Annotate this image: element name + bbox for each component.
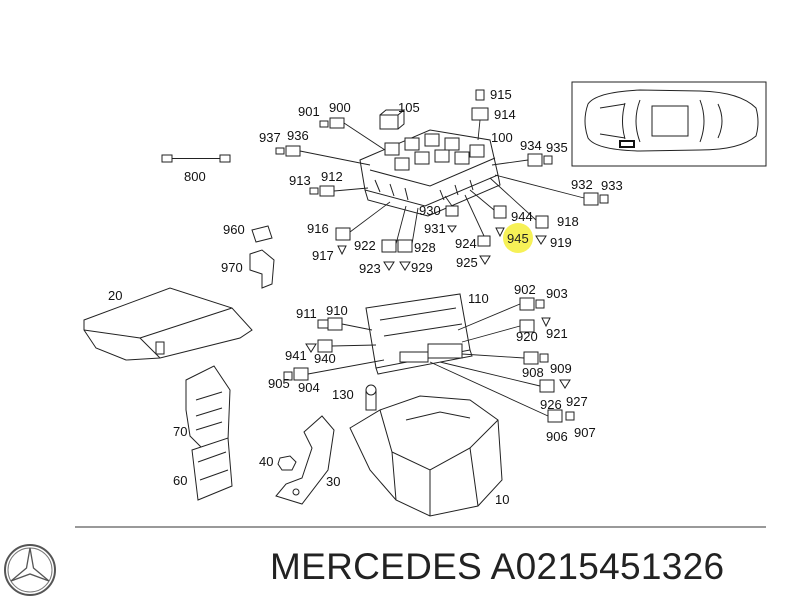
label-919: 919 <box>550 235 572 250</box>
label-920: 920 <box>516 329 538 344</box>
highlight-marker <box>503 223 533 253</box>
part-60 <box>191 437 233 501</box>
label-901: 901 <box>298 104 320 119</box>
connectors-lower <box>283 297 575 423</box>
leader-lines-lower <box>307 303 549 417</box>
part-800 <box>161 154 231 163</box>
label-907: 907 <box>574 425 596 440</box>
label-60: 60 <box>173 473 187 488</box>
brand-name: MERCEDES <box>270 546 483 587</box>
label-100: 100 <box>491 130 513 145</box>
label-934: 934 <box>520 138 542 153</box>
label-944: 944 <box>511 209 533 224</box>
label-945: 945 <box>507 231 529 246</box>
part-20 <box>83 287 253 361</box>
callout-labels: 800 901 900 105 915 914 937 936 100 934 … <box>108 87 623 507</box>
label-930: 930 <box>419 203 441 218</box>
label-30: 30 <box>326 474 340 489</box>
label-900: 900 <box>329 100 351 115</box>
part-960 <box>251 225 273 243</box>
label-927: 927 <box>566 394 588 409</box>
label-923: 923 <box>359 261 381 276</box>
label-929: 929 <box>411 260 433 275</box>
label-940: 940 <box>314 351 336 366</box>
label-922: 922 <box>354 238 376 253</box>
label-960: 960 <box>223 222 245 237</box>
label-937: 937 <box>259 130 281 145</box>
label-916: 916 <box>307 221 329 236</box>
label-905: 905 <box>268 376 290 391</box>
label-915: 915 <box>490 87 512 102</box>
label-70: 70 <box>173 424 187 439</box>
leader-lines-top <box>299 119 585 245</box>
label-913: 913 <box>289 173 311 188</box>
part-40 <box>277 455 297 471</box>
connectors-top <box>275 117 609 271</box>
label-926: 926 <box>540 397 562 412</box>
label-110: 110 <box>468 291 489 306</box>
label-935: 935 <box>546 140 568 155</box>
label-925: 925 <box>456 255 478 270</box>
label-917: 917 <box>312 248 334 263</box>
label-924: 924 <box>455 236 477 251</box>
label-105: 105 <box>398 100 420 115</box>
label-941: 941 <box>285 348 307 363</box>
label-970: 970 <box>221 260 243 275</box>
label-933: 933 <box>601 178 623 193</box>
label-908: 908 <box>522 365 544 380</box>
label-931: 931 <box>424 221 446 236</box>
label-912: 912 <box>321 169 343 184</box>
label-10: 10 <box>495 492 509 507</box>
label-40: 40 <box>259 454 273 469</box>
label-928: 928 <box>414 240 436 255</box>
part-110 <box>365 293 473 375</box>
label-914: 914 <box>494 107 516 122</box>
part-105 <box>379 109 406 130</box>
label-910: 910 <box>326 303 348 318</box>
label-902: 902 <box>514 282 536 297</box>
label-20: 20 <box>108 288 122 303</box>
label-130: 130 <box>332 387 354 402</box>
label-800: 800 <box>184 169 206 184</box>
label-909: 909 <box>550 361 572 376</box>
part-number: A0215451326 <box>490 546 725 587</box>
label-911: 911 <box>296 306 317 321</box>
car-inset <box>571 81 767 167</box>
label-918: 918 <box>557 214 579 229</box>
mercedes-star-icon <box>4 544 56 596</box>
label-906: 906 <box>546 429 568 444</box>
label-936: 936 <box>287 128 309 143</box>
part-970 <box>249 249 275 289</box>
part-100 <box>359 129 501 217</box>
label-903: 903 <box>546 286 568 301</box>
part-915 <box>471 89 489 121</box>
part-10 <box>349 395 503 517</box>
label-904: 904 <box>298 380 320 395</box>
part-30 <box>275 415 335 505</box>
footer-caption: MERCEDES A0215451326 <box>270 546 724 588</box>
label-921: 921 <box>546 326 568 341</box>
label-932: 932 <box>571 177 593 192</box>
part-70 <box>185 365 231 451</box>
